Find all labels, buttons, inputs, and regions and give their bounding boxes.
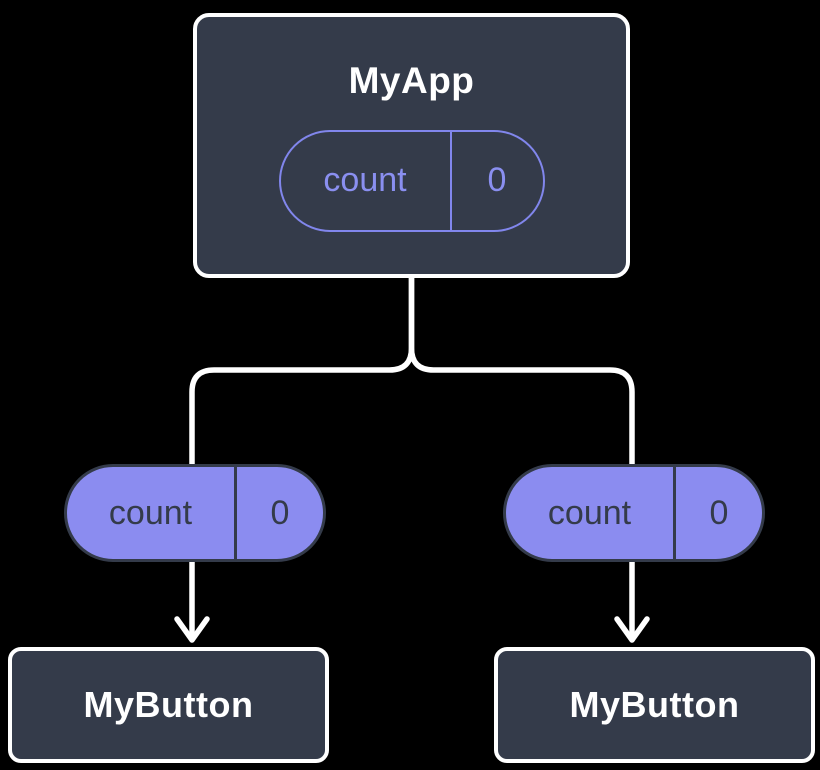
mybutton-left-title: MyButton: [83, 684, 254, 725]
prop-pill-left: count 0: [64, 464, 326, 562]
prop-pill-right: count 0: [503, 464, 765, 562]
mybutton-node-left: MyButton: [8, 647, 329, 763]
prop-pill-left-value: 0: [234, 467, 323, 559]
prop-pill-right-label: count: [547, 493, 632, 532]
connector-root-to-left-pill: [189, 276, 415, 465]
state-pill-label: count: [323, 161, 407, 199]
arrowhead-down-right-icon: [614, 616, 650, 643]
state-pill: count 0: [278, 129, 545, 232]
mybutton-right-title: MyButton: [569, 684, 740, 725]
connector-root-to-right-pill: [408, 276, 635, 465]
mybutton-node-right: MyButton: [494, 647, 815, 763]
state-pill-value: 0: [449, 131, 543, 230]
myapp-title: MyApp: [348, 59, 475, 101]
arrowhead-down-left-icon: [174, 616, 210, 643]
myapp-node: MyApp count 0: [193, 13, 630, 278]
prop-pill-left-label: count: [108, 493, 193, 532]
prop-pill-right-value: 0: [673, 467, 762, 559]
